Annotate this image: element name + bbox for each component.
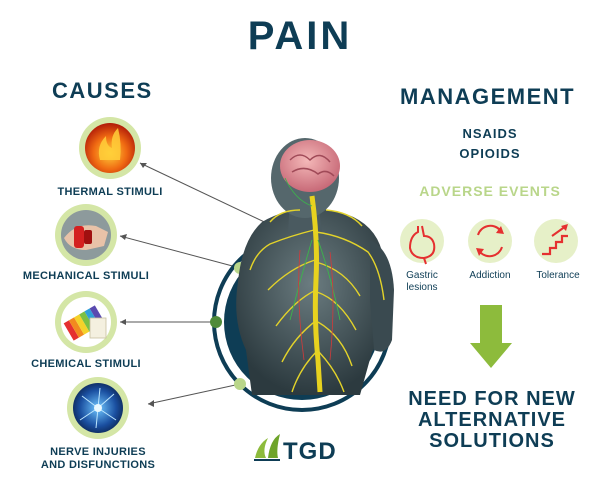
event-label-gastric-line1: Gastric [406, 270, 438, 281]
brand-logo-text: TGD [283, 438, 337, 465]
rising-stairs-icon [534, 219, 578, 263]
cause-label-mechanical: MECHANICAL STIMULI [22, 270, 150, 282]
down-arrow-icon [470, 305, 512, 368]
ph-strip-icon [55, 291, 117, 353]
cause-label-thermal: THERMAL STIMULI [57, 186, 163, 198]
pinch-icon [55, 204, 117, 266]
causes-heading: CAUSES [52, 78, 153, 103]
stomach-icon [400, 219, 444, 265]
cause-label-nerve-line2: AND DISFUNCTIONS [40, 459, 156, 471]
event-label-addiction: Addiction [469, 270, 511, 281]
page-title: PAIN [247, 14, 353, 58]
cause-label-nerve-line1: NERVE INJURIES [50, 446, 146, 458]
conclusion-line1: NEED FOR NEW [408, 388, 576, 410]
conclusion-line2: ALTERNATIVE [417, 409, 567, 431]
drug-opioids: OPIOIDS [459, 146, 521, 161]
management-heading: MANAGEMENT [400, 84, 576, 109]
cause-label-chemical: CHEMICAL STIMULI [31, 358, 141, 370]
neuron-icon [67, 377, 129, 439]
conclusion-line3: SOLUTIONS [429, 430, 555, 452]
tgd-logo-icon [254, 434, 280, 461]
cycle-arrows-icon [468, 219, 512, 263]
drug-nsaids: NSAIDS [462, 126, 518, 141]
nervous-system-figure [236, 138, 394, 395]
event-label-gastric-line2: lesions [406, 282, 438, 293]
fire-icon [79, 117, 141, 179]
event-label-tolerance: Tolerance [536, 270, 580, 281]
adverse-events-title: ADVERSE EVENTS [419, 183, 561, 199]
